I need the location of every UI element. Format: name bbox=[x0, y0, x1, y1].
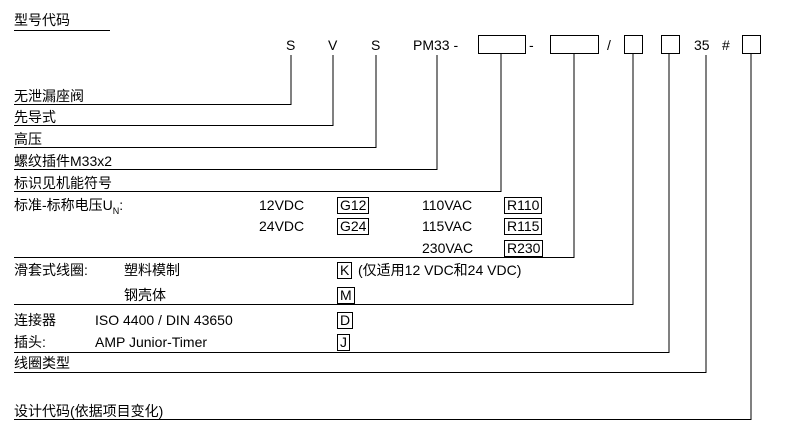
code-box-1 bbox=[478, 35, 526, 54]
label-thread-cartridge: 螺纹插件M33x2 bbox=[14, 153, 113, 169]
voltage-colon: : bbox=[119, 197, 124, 213]
code-pm33: PM33 - bbox=[413, 37, 459, 53]
code-v: V bbox=[328, 37, 338, 53]
label-leakfree-seat-valve: 无泄漏座阀 bbox=[14, 88, 84, 104]
label-pilot-operated: 先导式 bbox=[14, 109, 56, 125]
code-r115: R115 bbox=[504, 218, 543, 235]
code-s2: S bbox=[371, 37, 381, 53]
label-symbol-reference: 标识见机能符号 bbox=[14, 175, 112, 191]
label-high-pressure: 高压 bbox=[14, 131, 42, 147]
label-slip-on-coil: 滑套式线圈: bbox=[14, 262, 88, 278]
code-dash: - bbox=[529, 37, 534, 53]
code-g24: G24 bbox=[337, 218, 370, 235]
code-s1: S bbox=[286, 37, 296, 53]
page-title: 型号代码 bbox=[14, 12, 70, 28]
voltage-24vdc: 24VDC bbox=[259, 218, 305, 234]
code-box-2 bbox=[550, 35, 599, 54]
voltage-prefix: 标准-标称电压U bbox=[14, 197, 113, 213]
code-j: J bbox=[337, 334, 350, 351]
code-box-3 bbox=[624, 35, 643, 54]
note-dc-only: (仅适用12 VDC和24 VDC) bbox=[358, 262, 522, 278]
voltage-115vac: 115VAC bbox=[422, 218, 473, 234]
voltage-subscript: N bbox=[112, 205, 120, 216]
voltage-230vac: 230VAC bbox=[422, 240, 474, 256]
connector-amp: AMP Junior-Timer bbox=[95, 334, 208, 350]
code-r230: R230 bbox=[504, 240, 544, 257]
connector-iso: ISO 4400 / DIN 43650 bbox=[95, 312, 233, 328]
code-slash: / bbox=[607, 37, 611, 53]
label-steel-housing: 钢壳体 bbox=[124, 287, 166, 303]
code-k: K bbox=[337, 262, 353, 279]
code-hash: # bbox=[722, 37, 730, 53]
label-connector: 连接器 bbox=[14, 312, 56, 328]
code-35: 35 bbox=[694, 37, 710, 53]
label-design-code: 设计代码(依据项目变化) bbox=[14, 403, 164, 419]
voltage-12vdc: 12VDC bbox=[259, 197, 305, 213]
label-plug: 插头: bbox=[14, 334, 46, 350]
code-box-5 bbox=[742, 35, 761, 54]
code-m: M bbox=[337, 287, 355, 304]
code-g12: G12 bbox=[337, 197, 370, 214]
code-d: D bbox=[337, 312, 354, 329]
label-plastic-molded: 塑料模制 bbox=[124, 262, 180, 278]
code-r110: R110 bbox=[504, 197, 543, 214]
label-coil-type: 线圈类型 bbox=[14, 355, 70, 371]
voltage-110vac: 110VAC bbox=[422, 197, 473, 213]
label-nominal-voltage: 标准-标称电压UN: bbox=[14, 197, 123, 219]
code-box-4 bbox=[661, 35, 680, 54]
